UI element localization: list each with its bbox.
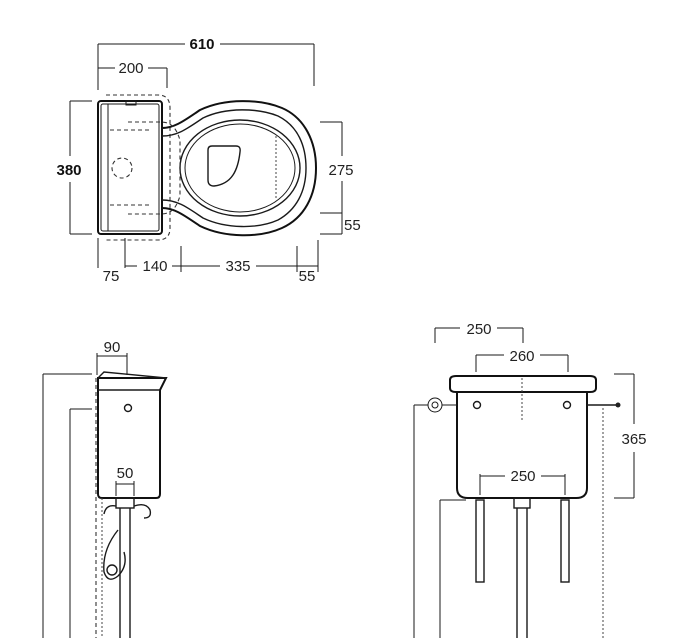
dim-260-label: 260 [509, 348, 534, 365]
front-view: 250 260 250 [413, 321, 647, 638]
cistern-bolt-right [562, 400, 572, 410]
pan-rim [161, 109, 307, 228]
pan-bowl [179, 119, 301, 217]
cistern-dashed-outline [106, 94, 171, 241]
dim-55-rear-label: 55 [344, 217, 361, 234]
dim-250-bottom-label: 250 [510, 468, 535, 485]
flush-valve-front [513, 497, 531, 509]
dim-50-label: 50 [117, 465, 134, 482]
pan-bowl-inner [184, 123, 296, 213]
flush-valve [115, 497, 135, 509]
inlet-valve [427, 397, 443, 413]
pull-chain-loop [103, 529, 126, 580]
top-view: 610 200 380 275 [56, 36, 360, 285]
cistern-lid-front [449, 375, 597, 393]
dim-275-label: 275 [328, 162, 353, 179]
dim-200-label: 200 [118, 60, 143, 77]
bracket-leg-right [560, 499, 570, 583]
cistern-inner-top [100, 103, 160, 232]
dim-365-label: 365 [621, 431, 646, 448]
dim-90-label: 90 [104, 339, 121, 356]
cistern-side-bolt [123, 403, 133, 413]
dim-610-label: 610 [189, 36, 214, 53]
pull-lever-end [615, 402, 621, 408]
pan-dashed-back [128, 121, 181, 215]
dim-380-label: 380 [56, 162, 81, 179]
bracket-leg-left [475, 499, 485, 583]
bracket-scroll-right [133, 503, 152, 519]
cistern-dashed-circle [111, 157, 133, 179]
cistern-side [97, 377, 168, 499]
pan-outlet [207, 145, 241, 187]
dim-75-label: 75 [103, 268, 120, 285]
dim-140-label: 140 [142, 258, 167, 275]
pull-chain-handle [106, 564, 118, 576]
dim-250-top-label: 250 [466, 321, 491, 338]
inlet-valve-core [431, 401, 439, 409]
cistern-bolt-left [472, 400, 482, 410]
side-view: 90 50 [42, 339, 168, 638]
dim-55-front-label: 55 [299, 268, 316, 285]
cistern-lid-top [97, 371, 167, 379]
cistern-button [125, 100, 137, 106]
pan-outer [161, 100, 318, 237]
dim-335-label: 335 [225, 258, 250, 275]
bracket-scroll-left [103, 504, 117, 515]
cistern-dashed-inner [110, 129, 152, 206]
